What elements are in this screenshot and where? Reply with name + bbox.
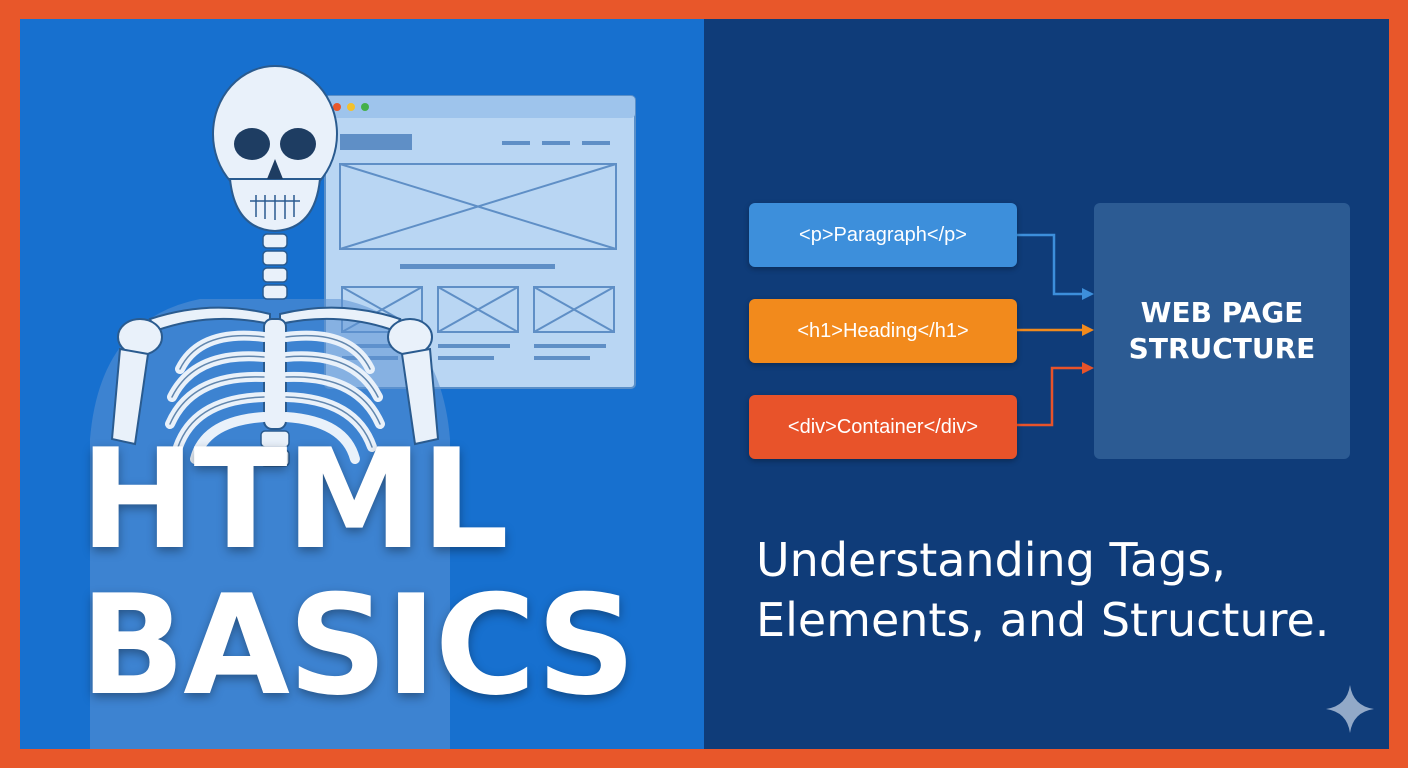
subtitle-line1: Understanding Tags, [756, 533, 1226, 587]
right-panel: <p>Paragraph</p> <h1>Heading</h1> <div>C… [704, 19, 1389, 749]
structure-label-line1: WEB PAGE [1140, 295, 1304, 329]
subtitle: Understanding Tags, Elements, and Struct… [756, 531, 1376, 651]
connector-arrows [1017, 233, 1094, 427]
title-html: HTML [80, 419, 509, 580]
subtitle-line2: Elements, and Structure. [756, 592, 1330, 647]
browser-wireframe-illustration [324, 95, 636, 389]
sparkle-icon [1326, 685, 1374, 733]
container-tag-box: <div>Container</div> [749, 395, 1017, 459]
title-basics: BASICS [80, 565, 636, 726]
paragraph-tag-box: <p>Paragraph</p> [749, 203, 1017, 267]
web-page-structure-box: WEB PAGE STRUCTURE [1094, 203, 1350, 459]
structure-label-line2: STRUCTURE [1128, 332, 1316, 365]
skeleton-illustration [90, 65, 636, 749]
left-panel: HTML BASICS [20, 19, 704, 749]
heading-tag-box: <h1>Heading</h1> [749, 299, 1017, 363]
